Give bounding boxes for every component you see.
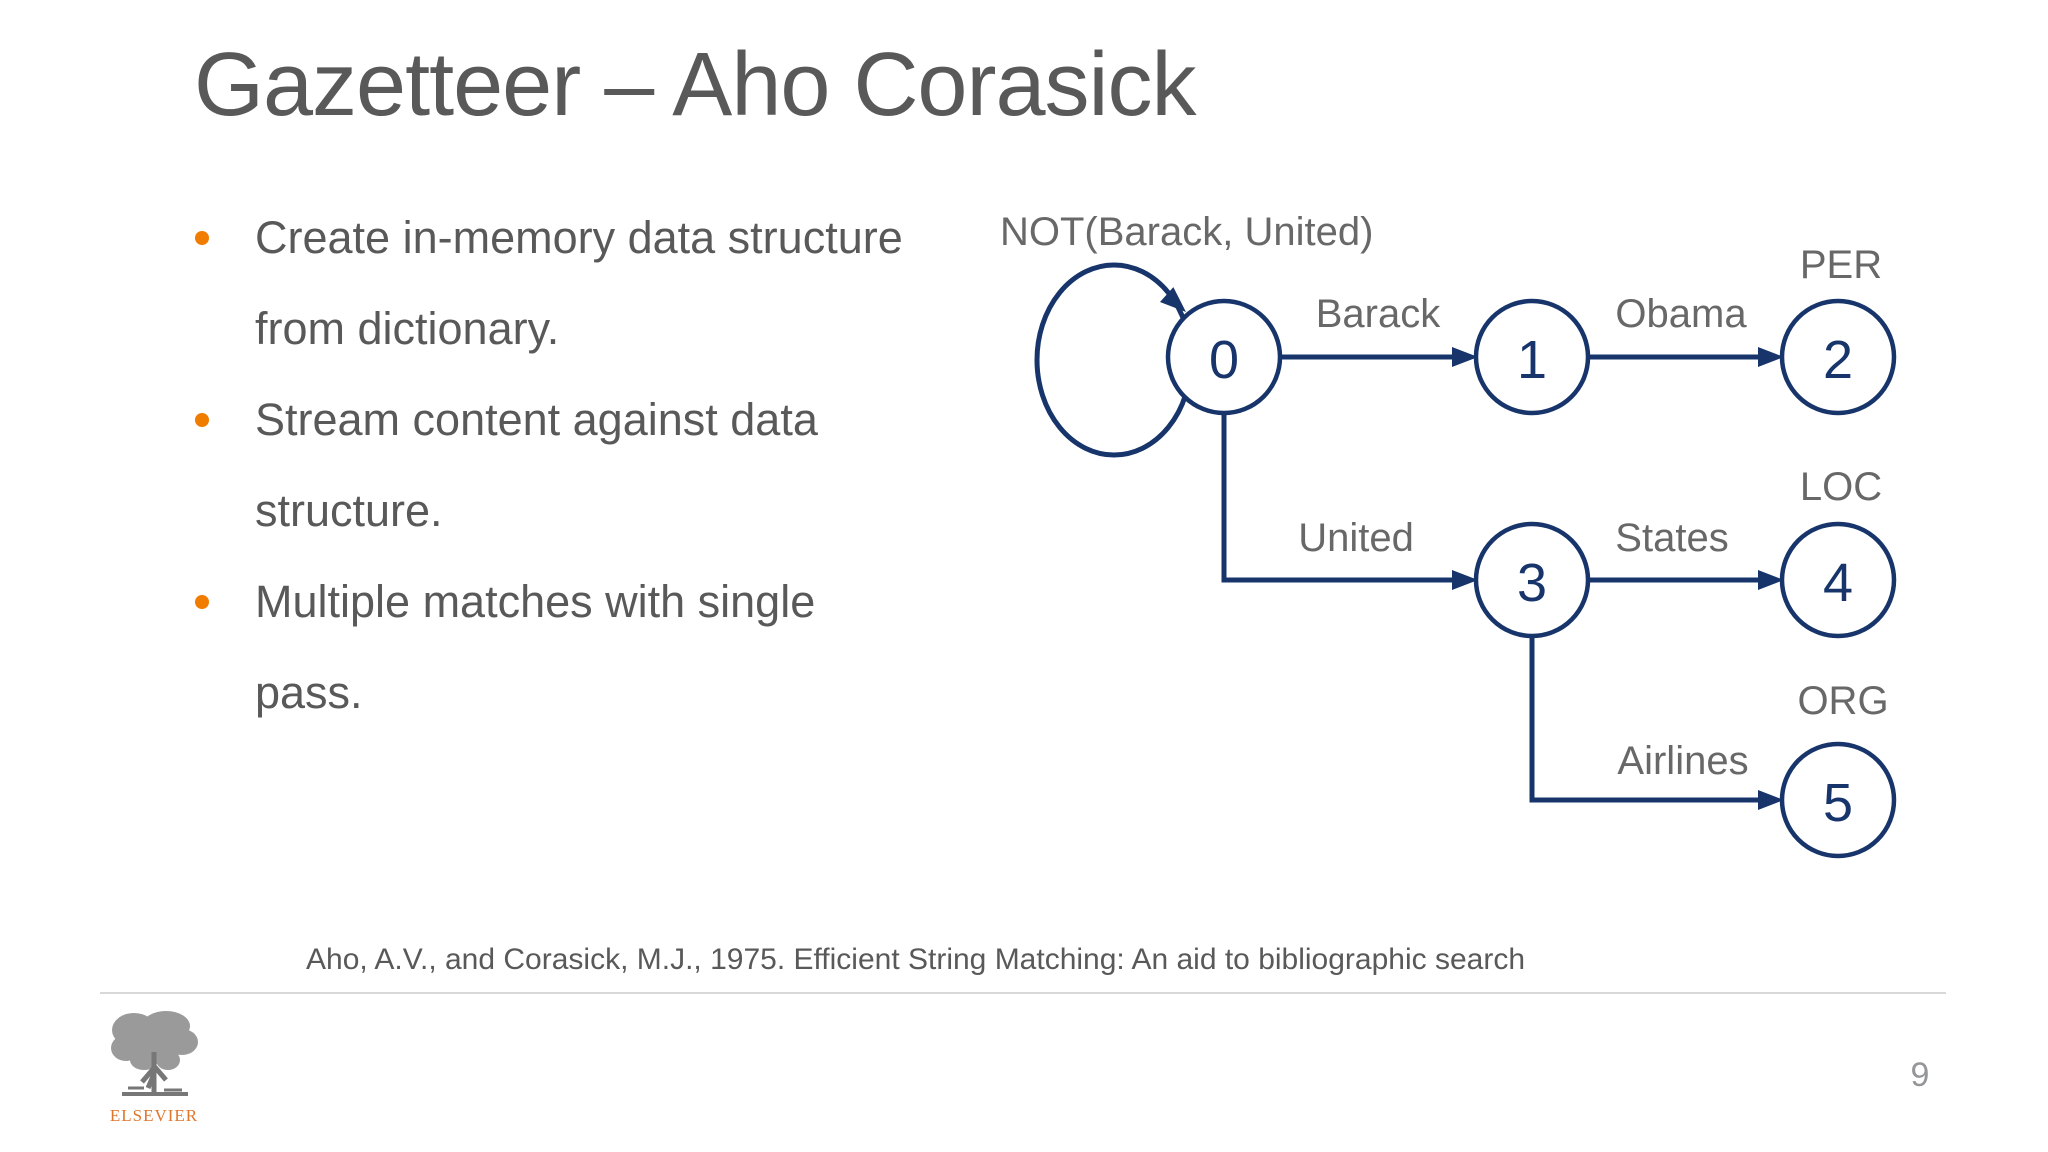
citation-text: Aho, A.V., and Corasick, M.J., 1975. Eff… xyxy=(306,943,1526,976)
arrowhead-icon xyxy=(1758,790,1784,810)
bullet-text: Multiple matches with single pass. xyxy=(255,576,816,718)
edge-0-3 xyxy=(1221,357,1455,583)
elsevier-logo: ELSEVIER xyxy=(104,1008,204,1128)
node-3-label: 3 xyxy=(1517,553,1547,613)
self-loop-label: NOT(Barack, United) xyxy=(1000,210,1373,254)
elsevier-logo-text: ELSEVIER xyxy=(109,1106,199,1125)
arrowhead-icon xyxy=(1452,347,1478,367)
slide-title: Gazetteer – Aho Corasick xyxy=(194,35,1197,135)
tag-label-per: PER xyxy=(1800,243,1882,287)
elsevier-tree-icon xyxy=(111,1011,198,1096)
self-loop-arrowhead-icon xyxy=(1159,287,1186,312)
node-5-label: 5 xyxy=(1823,773,1853,833)
edge-label-united: United xyxy=(1298,516,1414,560)
arrowhead-icon xyxy=(1758,570,1784,590)
arrowhead-icon xyxy=(1452,570,1478,590)
arrowhead-icon xyxy=(1758,347,1784,367)
tag-label-org: ORG xyxy=(1797,679,1888,723)
bullet-text: Create in-memory data structure from dic… xyxy=(255,212,903,354)
bullet-item: Stream content against data structure. xyxy=(195,374,903,556)
edge-label-states: States xyxy=(1615,516,1728,560)
page-number: 9 xyxy=(1910,1056,1930,1094)
node-0-label: 0 xyxy=(1209,330,1239,390)
edge-3-5 xyxy=(1529,580,1761,803)
bullet-item: Create in-memory data structure from dic… xyxy=(195,192,903,374)
bullet-dot-icon xyxy=(195,595,209,609)
bullet-item: Multiple matches with single pass. xyxy=(195,556,903,738)
edge-label-airlines: Airlines xyxy=(1617,739,1748,783)
bullet-text: Stream content against data structure. xyxy=(255,394,818,536)
node-4-label: 4 xyxy=(1823,553,1853,613)
tag-label-loc: LOC xyxy=(1800,465,1882,509)
bullet-dot-icon xyxy=(195,231,209,245)
node-2-label: 2 xyxy=(1823,330,1853,390)
edge-label-obama: Obama xyxy=(1615,292,1747,336)
bullet-dot-icon xyxy=(195,413,209,427)
node-1-label: 1 xyxy=(1517,330,1547,390)
node-0 xyxy=(1165,298,1283,416)
footer-divider xyxy=(100,992,1946,994)
edge-label-barack: Barack xyxy=(1316,292,1441,336)
bullet-list: Create in-memory data structure from dic… xyxy=(195,192,903,738)
